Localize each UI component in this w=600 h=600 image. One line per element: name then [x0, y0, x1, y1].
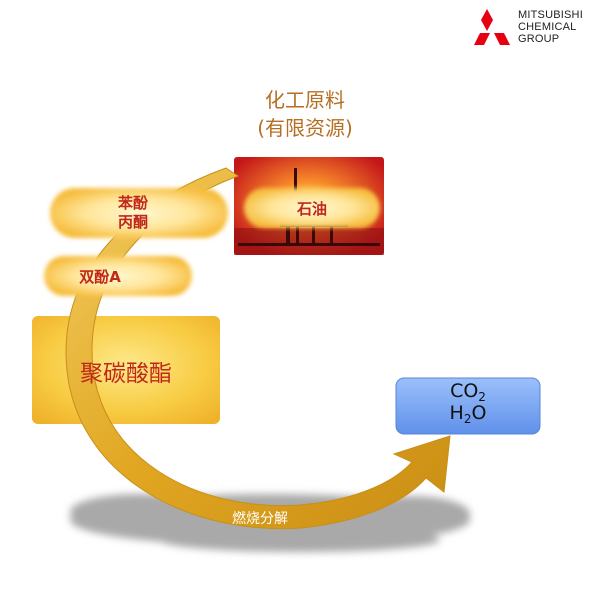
raw-material-title-line: 化工原料 [265, 88, 345, 112]
phenol-acetone-pill [50, 188, 228, 238]
phenol-label: 苯酚 [117, 194, 148, 212]
oil-label: 石油 [296, 200, 327, 218]
cycle-arrow [65, 167, 451, 530]
co2-h2o-label: CO2 H2O [396, 380, 540, 426]
logo-text: MITSUBISHI CHEMICAL GROUP [518, 9, 583, 45]
bpa-pill [44, 256, 192, 296]
combustion-label: 燃烧分解 [232, 511, 288, 527]
oil-pill [244, 188, 380, 228]
raw-material-subtitle: (有限资源) [257, 116, 353, 140]
h-text: H [449, 402, 464, 424]
logo-line: GROUP [518, 33, 560, 45]
co2-label: CO2 [396, 380, 540, 404]
bpa-label: 双酚A [79, 268, 121, 286]
co2-h2o-box [395, 377, 541, 435]
h2o-subscript: 2 [463, 412, 472, 426]
h2o-label: H2O [396, 402, 540, 426]
polycarbonate-label: 聚碳酸酯 [80, 361, 172, 387]
three-diamonds-icon [474, 9, 510, 45]
co-text: CO [450, 380, 479, 402]
raw-material-title: 化工原料 (有限资源) [230, 86, 380, 142]
logo-line: CHEMICAL [518, 21, 577, 33]
o-text: O [471, 402, 487, 424]
logo-line: MITSUBISHI [518, 9, 583, 21]
co2-subscript: 2 [478, 390, 486, 404]
acetone-label: 丙酮 [117, 213, 148, 231]
phenol-acetone-label: 苯酚 丙酮 [60, 194, 206, 232]
